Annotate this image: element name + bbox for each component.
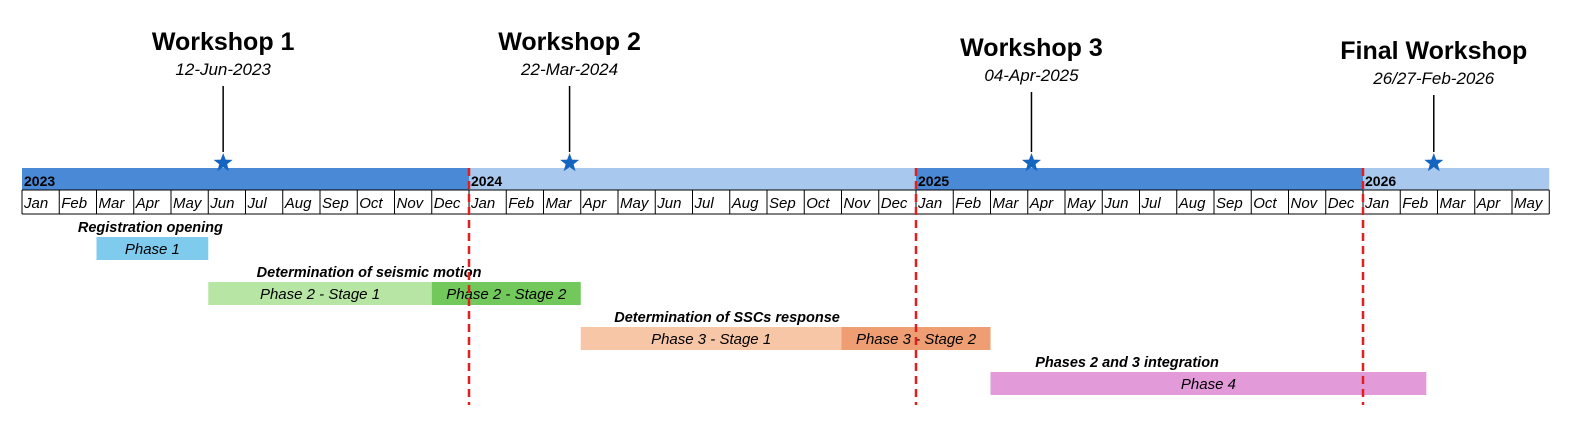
workshop-title: Workshop 1 [152,28,295,56]
month-label: Mar [993,195,1020,212]
workshop-date: 04-Apr-2025 [984,66,1079,85]
year-dividers [467,168,1365,405]
year-bar: 2023 2024 2025 2026 [22,168,1550,190]
month-label: Dec [434,195,461,212]
month-label: Sep [1216,195,1243,212]
month-label: Aug [1178,195,1206,212]
star-icon [1022,153,1041,172]
year-label-2023: 2023 [24,173,55,189]
month-label: Feb [1402,195,1428,212]
phase-bar [208,282,432,305]
month-label: Apr [1029,195,1054,212]
month-label: May [173,195,203,212]
phase-label: Phase 3 - Stage 1 [651,331,771,348]
month-label: Nov [1291,195,1319,212]
month-label: Apr [135,195,160,212]
month-label: Feb [61,195,87,212]
year-label-2026: 2026 [1365,173,1396,189]
month-label: Oct [806,195,830,212]
phase-group-title: Registration opening [78,220,223,236]
month-label: Jun [209,195,234,212]
phase-label: Phase 2 - Stage 1 [260,286,380,303]
month-label: Mar [99,195,126,212]
phase-bar [580,327,842,350]
month-label: Jul [1141,195,1162,212]
year-segment-2023 [22,168,469,190]
month-label: Mar [546,195,573,212]
month-label: Jul [694,195,715,212]
workshop-date: 12-Jun-2023 [175,60,271,79]
phase-group-title: Determination of SSCs response [614,310,840,326]
year-label-2024: 2024 [471,173,502,189]
month-scale: Jan Feb Mar Apr May Jun Jul Aug Sep Oct Nov Dec Jan F… [21,189,1550,215]
phase-label: Phase 2 - Stage 2 [446,286,567,303]
month-label: Nov [844,195,872,212]
month-label: May [620,195,650,212]
workshop-title: Workshop 2 [498,28,641,56]
month-label: Apr [1476,195,1501,212]
month-label: Sep [769,195,796,212]
month-label: Jan [917,195,942,212]
month-label: Feb [955,195,981,212]
month-label: Oct [1253,195,1277,212]
month-label: May [1067,195,1097,212]
star-icon [213,153,233,172]
month-label: Mar [1440,195,1467,212]
month-label: Jan [23,195,48,212]
month-label: Feb [508,195,534,212]
year-segment-2024 [469,168,916,190]
star-icon [560,153,580,172]
phase-bar [990,372,1427,395]
phase-group-title: Phases 2 and 3 integration [1035,355,1219,371]
year-segment-2026 [1363,168,1550,190]
year-segment-2025 [916,168,1363,190]
month-label: Jul [247,195,268,212]
month-label: Jun [656,195,681,212]
month-label: Dec [1328,195,1355,212]
month-label: Aug [284,195,312,212]
workshop-date: 26/27-Feb-2026 [1372,69,1495,88]
workshop-title: Workshop 3 [960,34,1103,62]
workshop-markers: Workshop 1 12-Jun-2023 Workshop 2 22-Mar-20… [152,28,1527,172]
phase-label: Phase 1 [125,241,180,258]
month-label: Apr [582,195,607,212]
workshop-date: 22-Mar-2024 [520,60,618,79]
month-label: Aug [731,195,759,212]
workshop-title: Final Workshop [1340,37,1527,65]
phase-bar [96,237,209,260]
star-icon [1424,153,1444,172]
month-label: Jan [470,195,495,212]
month-label: Nov [397,195,425,212]
phase-group-title: Determination of seismic motion [257,265,482,281]
month-label: Jan [1364,195,1389,212]
month-label: Sep [322,195,349,212]
month-label: Dec [881,195,908,212]
month-label: Jun [1103,195,1128,212]
month-label: Oct [359,195,383,212]
year-label-2025: 2025 [918,173,949,189]
month-label: May [1514,195,1544,212]
phase-label: Phase 4 [1181,376,1236,393]
